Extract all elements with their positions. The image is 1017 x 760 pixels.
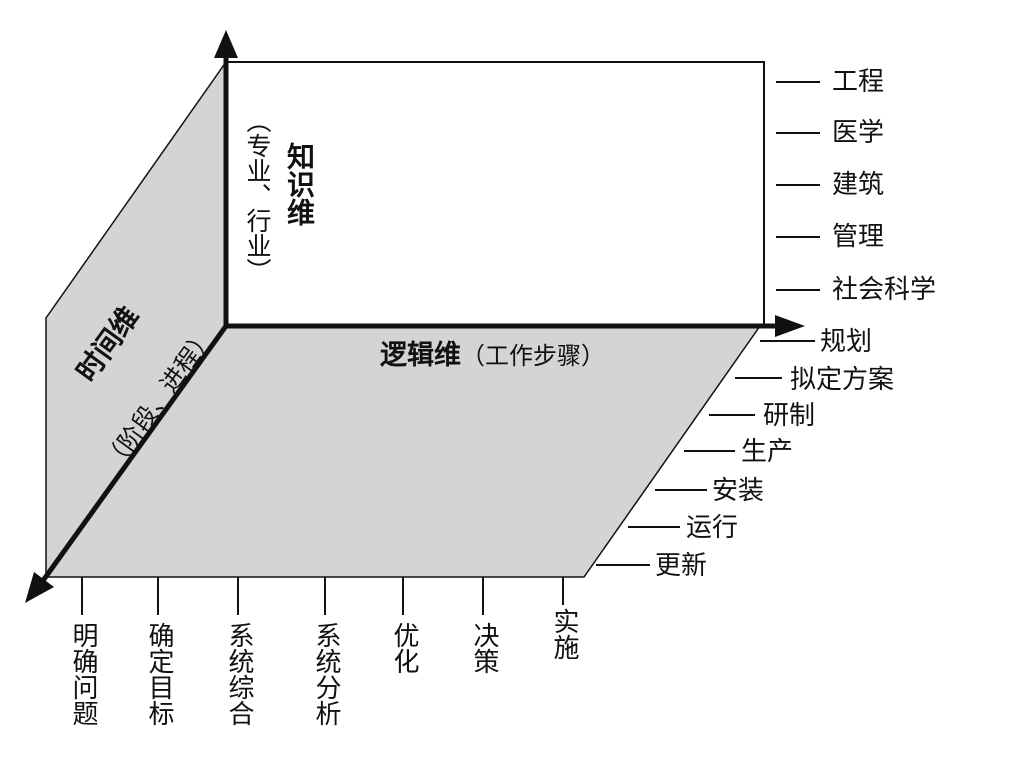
time-step: 决策 [469, 622, 499, 674]
time-ticks [81, 577, 564, 615]
time-step: 优化 [389, 622, 419, 674]
time-step: 系统分析 [311, 622, 341, 726]
knowledge-axis-arrowhead [214, 30, 238, 58]
knowledge-plane [225, 61, 765, 327]
logic-axis-heading: 逻辑维（工作步骤） [380, 342, 605, 369]
knowledge-axis-subtitle: （专业、行业） [243, 108, 272, 283]
time-step: 确定目标 [144, 622, 174, 726]
time-axis-arrowhead [25, 572, 54, 603]
knowledge-item: 医学 [832, 118, 885, 148]
knowledge-ticks [763, 62, 820, 326]
logic-axis-subtitle: （工作步骤） [461, 342, 605, 370]
logic-item: 规划 [820, 327, 873, 357]
logic-axis-arrowhead [775, 315, 805, 337]
time-step: 系统综合 [224, 622, 254, 726]
logic-item: 更新 [655, 551, 708, 581]
logic-ticks [596, 340, 815, 566]
time-axis [39, 324, 229, 584]
logic-item: 安装 [712, 476, 765, 506]
knowledge-item: 工程 [832, 67, 885, 97]
logic-item: 研制 [763, 401, 816, 431]
knowledge-item: 管理 [832, 222, 885, 252]
time-step: 明确问题 [68, 622, 98, 726]
logic-item: 生产 [741, 437, 794, 467]
logic-item: 拟定方案 [790, 365, 895, 395]
time-step: 实施 [549, 608, 579, 660]
logic-item: 运行 [686, 513, 739, 543]
knowledge-item: 建筑 [832, 170, 885, 200]
logic-axis-title: 逻辑维 [380, 340, 461, 371]
knowledge-axis-title: 知识维 [283, 142, 316, 226]
knowledge-item: 社会科学 [832, 275, 937, 305]
